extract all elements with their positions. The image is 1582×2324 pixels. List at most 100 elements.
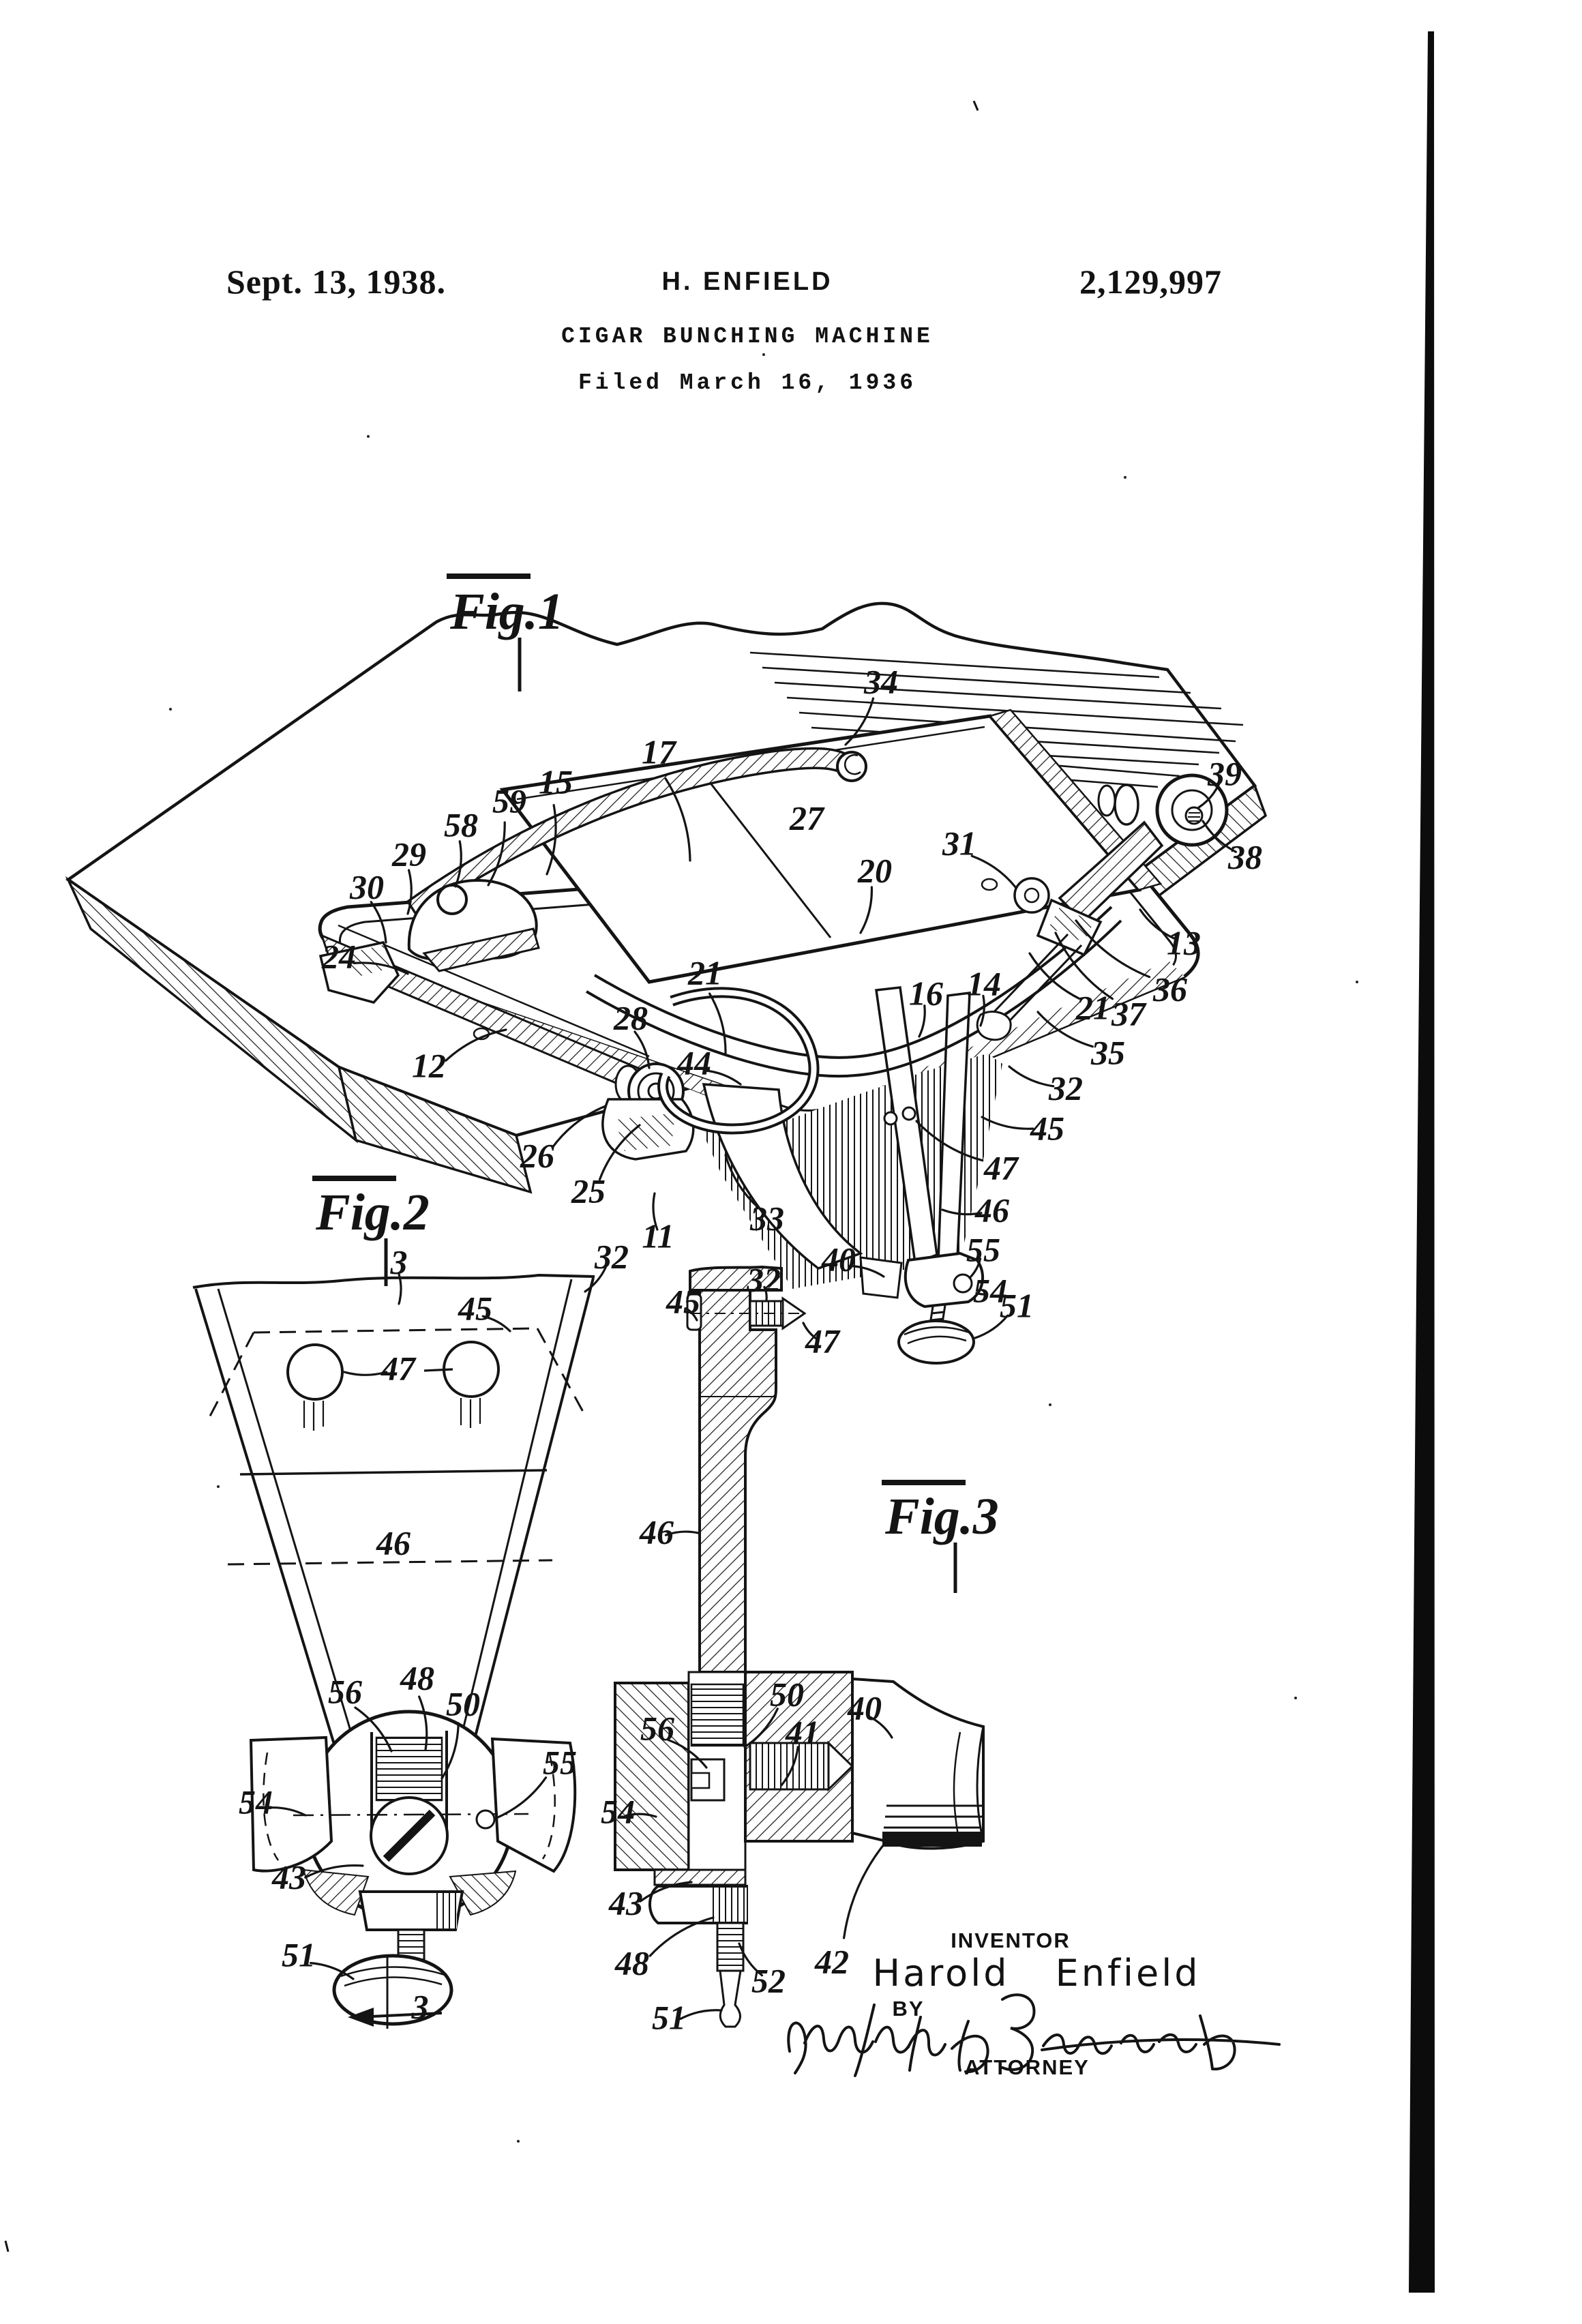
signature-block: INVENTOR Harold Enfield BY ATTORNEY: [787, 1928, 1281, 2079]
leader-fig3-45: [685, 1307, 698, 1322]
attorney-signature: [787, 1993, 1281, 2077]
fig1-ref-24: 24: [321, 937, 356, 975]
leader-fig3-50: [743, 1708, 779, 1748]
leader-fig3-47: [802, 1322, 820, 1341]
patent-number: 2,129,997: [1079, 263, 1222, 301]
fig1-ref-15: 15: [539, 762, 573, 801]
fig1-ref-29: 29: [391, 835, 426, 873]
leader-fig1-46: [941, 1208, 983, 1216]
fig2-ref-56: 56: [328, 1672, 362, 1710]
leader-fig1-58: [454, 840, 462, 888]
fig1-ref-21: 21: [1075, 988, 1110, 1026]
leader-fig1-45: [981, 1116, 1034, 1130]
fig3-ref-56: 56: [640, 1709, 674, 1747]
fig1-ref-34: 34: [863, 662, 898, 700]
fig1-ref-33: 33: [749, 1199, 784, 1237]
fig3-ref-43: 43: [608, 1883, 643, 1922]
fig3-ref-45: 45: [666, 1282, 700, 1320]
scan-specks: [4, 100, 979, 2252]
fig2-ref-46: 46: [376, 1523, 411, 1562]
fig1-ref-27: 27: [789, 799, 825, 837]
fig2-ref-55: 55: [543, 1743, 577, 1781]
leader-fig3-32: [763, 1285, 768, 1301]
fig1-ref-36: 36: [1152, 970, 1187, 1008]
fig3-title: Fig.3: [884, 1488, 999, 1545]
leader-fig1-59: [487, 821, 506, 887]
leader-fig2-56: [354, 1706, 393, 1753]
leader-fig1-26: [551, 1105, 607, 1149]
fig1-ref-26: 26: [520, 1136, 554, 1174]
leader-fig3-48: [648, 1916, 715, 1957]
inventor-signature-name: Harold Enfield: [872, 1952, 1200, 1995]
fig3-ref-50: 50: [770, 1675, 804, 1713]
leader-fig1-36: [1075, 919, 1151, 979]
leader-fig2-55: [495, 1776, 548, 1819]
fig3-ref-41: 41: [785, 1713, 820, 1751]
leader-fig1-12: [445, 1028, 507, 1062]
fig2-ref-48: 48: [400, 1658, 434, 1697]
leader-fig3-54: [625, 1813, 657, 1818]
leader-fig1-11: [652, 1192, 659, 1231]
leader-fig2-45: [481, 1315, 511, 1332]
leader-fig1-35: [1036, 1011, 1094, 1048]
patent-date: Sept. 13, 1938.: [226, 263, 446, 301]
fig1-ref-47: 47: [983, 1148, 1019, 1187]
figure-titles: Fig.1 Fig.2 Fig.3: [312, 573, 999, 1593]
fig1-ref-58: 58: [444, 805, 478, 844]
fig1-ref-46: 46: [974, 1191, 1009, 1229]
fig2-ref-3: 3: [411, 1987, 429, 2025]
leader-fig3-52: [738, 1942, 764, 1977]
fig1-ref-37: 37: [1111, 994, 1147, 1032]
fig1-ref-11: 11: [642, 1217, 674, 1255]
leader-fig3-42: [843, 1840, 888, 1939]
fig1-ref-38: 38: [1227, 837, 1262, 876]
fig2-ref-47: 47: [380, 1349, 417, 1387]
fig1-ref-39: 39: [1207, 754, 1242, 792]
patent-title: CIGAR BUNCHING MACHINE: [561, 324, 934, 349]
leader-fig2-51: [310, 1962, 355, 1980]
leader-fig1-44: [703, 1069, 742, 1086]
leader-fig1-39: [1197, 783, 1221, 809]
fig1-ref-55: 55: [966, 1230, 1000, 1268]
inventor-caption: INVENTOR: [951, 1928, 1071, 1952]
fig2-ref-43: 43: [271, 1858, 306, 1896]
leader-fig1-30: [370, 901, 387, 944]
leader-fig3-46: [664, 1530, 700, 1536]
leader-fig1-21: [708, 992, 727, 1056]
fig1-ref-13: 13: [1167, 923, 1201, 962]
fig1-ref-45: 45: [1030, 1109, 1064, 1147]
fig2-ref-45: 45: [458, 1289, 492, 1327]
fig1-ref-17: 17: [642, 732, 677, 771]
leader-fig1-33: [724, 1154, 760, 1209]
patent-inventor-name: H. ENFIELD: [661, 267, 833, 296]
fig1-ref-35: 35: [1090, 1033, 1125, 1071]
fig3-ref-42: 42: [814, 1942, 849, 1980]
leader-fig1-40: [847, 1264, 885, 1278]
figure-3-drawing: [614, 1265, 985, 2028]
by-caption: BY: [892, 1997, 924, 2021]
section-arrow: [348, 2008, 374, 2027]
fig2-thumb-knob: [332, 1954, 453, 2026]
fig1-ref-21: 21: [687, 953, 722, 992]
leader-fig3-43: [639, 1881, 693, 1903]
fig2-ref-3: 3: [390, 1242, 408, 1281]
leader-fig1-28: [633, 1030, 651, 1069]
fig2-ref-50: 50: [446, 1684, 480, 1723]
fig3-ref-47: 47: [805, 1322, 841, 1360]
leader-fig1-14: [979, 994, 985, 1027]
fig3-ref-54: 54: [601, 1792, 635, 1830]
leader-fig1-21: [1028, 952, 1081, 1000]
leader-fig1-24: [353, 962, 409, 975]
patent-filed-date: Filed March 16, 1936: [578, 370, 916, 396]
fig1-ref-28: 28: [613, 998, 648, 1037]
fig1-ref-54: 54: [973, 1271, 1007, 1309]
leader-fig1-20: [859, 886, 874, 934]
fig1-ref-44: 44: [676, 1043, 711, 1082]
leader-fig3-51: [679, 2009, 723, 2021]
leader-fig1-38: [1202, 820, 1237, 853]
fig3-ref-32: 32: [746, 1260, 781, 1298]
